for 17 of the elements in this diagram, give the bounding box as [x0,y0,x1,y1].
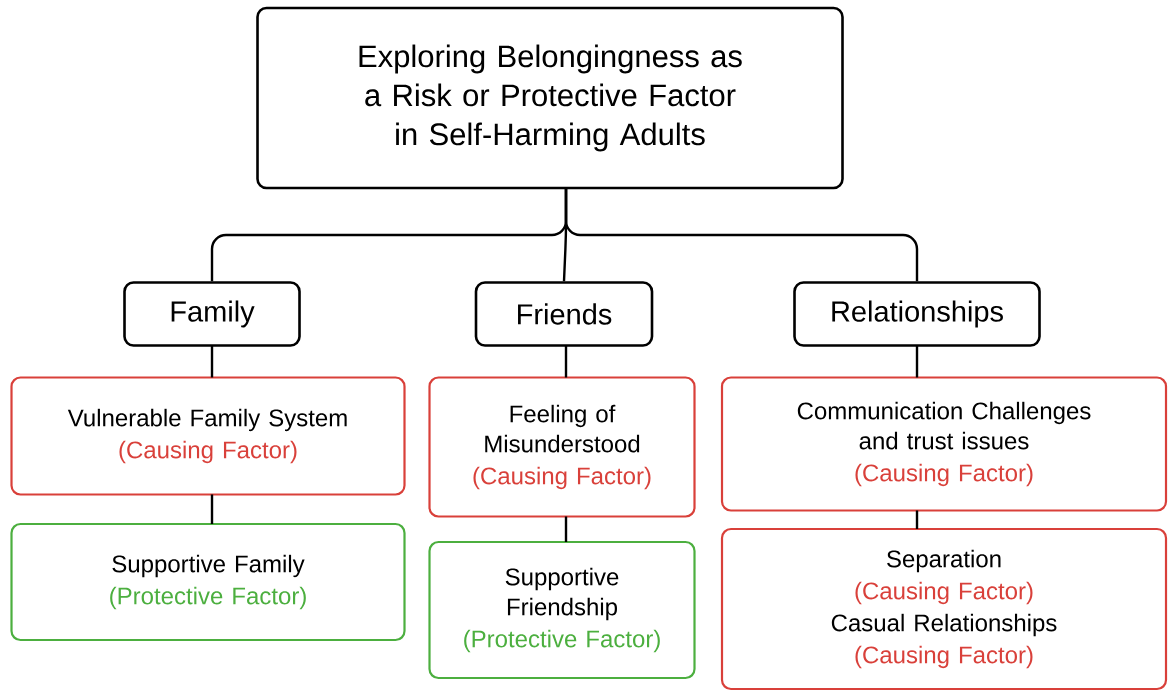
factor-box: Vulnerable Family System (Causing Factor) [10,376,406,496]
category-box: Friends [474,281,654,347]
connector-line [210,494,214,524]
factor-box: Feeling of Misunderstood (Causing Factor) [428,376,696,518]
connector-line [210,345,214,378]
category-box: Family [123,281,301,347]
factor-box: Communication Challenges and trust issues (Causing Factor) [720,376,1168,512]
connector-line [915,510,919,529]
connector-line [915,345,919,378]
connector-line [564,516,568,542]
connector-line [564,188,919,282]
factor-box: Supportive Family (Protective Factor) [10,522,406,642]
connector-line [564,345,568,378]
title-box: Exploring Belongingness as a Risk or Protective Factor in Self-Harming Adults [256,6,844,190]
factor-box: Supportive Friendship (Protective Factor) [428,540,696,680]
factor-box: Separation (Causing Factor) Casual Relationships (Causing Factor) [720,527,1168,691]
category-box: Relationships [793,281,1041,347]
